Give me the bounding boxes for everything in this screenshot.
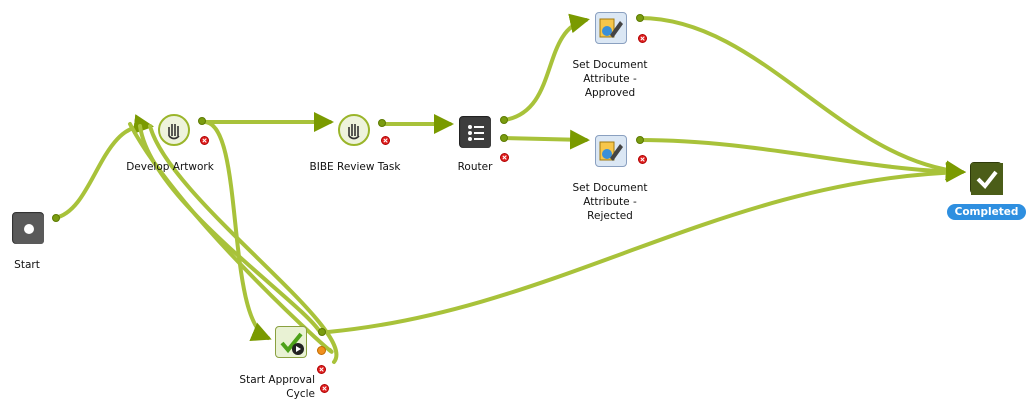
rejected-error-icon [638, 155, 647, 164]
rejected-port[interactable] [636, 136, 644, 144]
connector-rejected-completed[interactable] [638, 138, 966, 182]
approval-error-icon-2 [320, 384, 329, 393]
approval-port[interactable] [318, 328, 326, 336]
checkmark-icon[interactable] [970, 162, 1003, 195]
edit-document-icon[interactable] [595, 135, 627, 167]
approval-label: Start Approval Cycle [239, 374, 315, 400]
approved-port[interactable] [636, 14, 644, 22]
hand-task-icon[interactable] [158, 114, 190, 146]
connector-approved-completed[interactable] [638, 16, 966, 181]
bibe-error-icon [381, 136, 390, 145]
hand-task-icon[interactable] [338, 114, 370, 146]
router-port-top[interactable] [500, 116, 508, 124]
approval-warning-icon [317, 346, 326, 355]
connector-approval-develop-2[interactable] [128, 122, 334, 354]
connector-approval-completed[interactable] [326, 162, 966, 334]
start-port[interactable] [52, 214, 60, 222]
bibe-label: BIBE Review Task [309, 161, 401, 173]
approved-error-icon [638, 34, 647, 43]
develop-error-icon [200, 136, 209, 145]
approval-error-icon-1 [317, 365, 326, 374]
connector-develop-approval[interactable] [203, 120, 272, 341]
router-port-bottom[interactable] [500, 134, 508, 142]
connector-router-approved[interactable] [503, 13, 590, 122]
develop-label: Develop Artwork [126, 161, 214, 173]
approved-label: Set Document Attribute - Approved [572, 59, 648, 99]
completed-label: Completed [947, 204, 1026, 220]
start-label: Start [14, 259, 40, 271]
router-label: Router [457, 161, 493, 173]
router-error-icon [500, 153, 509, 162]
edit-document-icon[interactable] [595, 12, 627, 44]
approval-cycle-icon[interactable] [275, 326, 307, 358]
connector-router-rejected[interactable] [503, 129, 590, 150]
develop-port[interactable] [198, 117, 206, 125]
rejected-label: Set Document Attribute - Rejected [572, 182, 648, 222]
start-icon[interactable] [12, 212, 44, 244]
connector-approval-develop-3[interactable] [148, 124, 339, 364]
bibe-port[interactable] [378, 119, 386, 127]
router-icon[interactable] [459, 116, 491, 148]
